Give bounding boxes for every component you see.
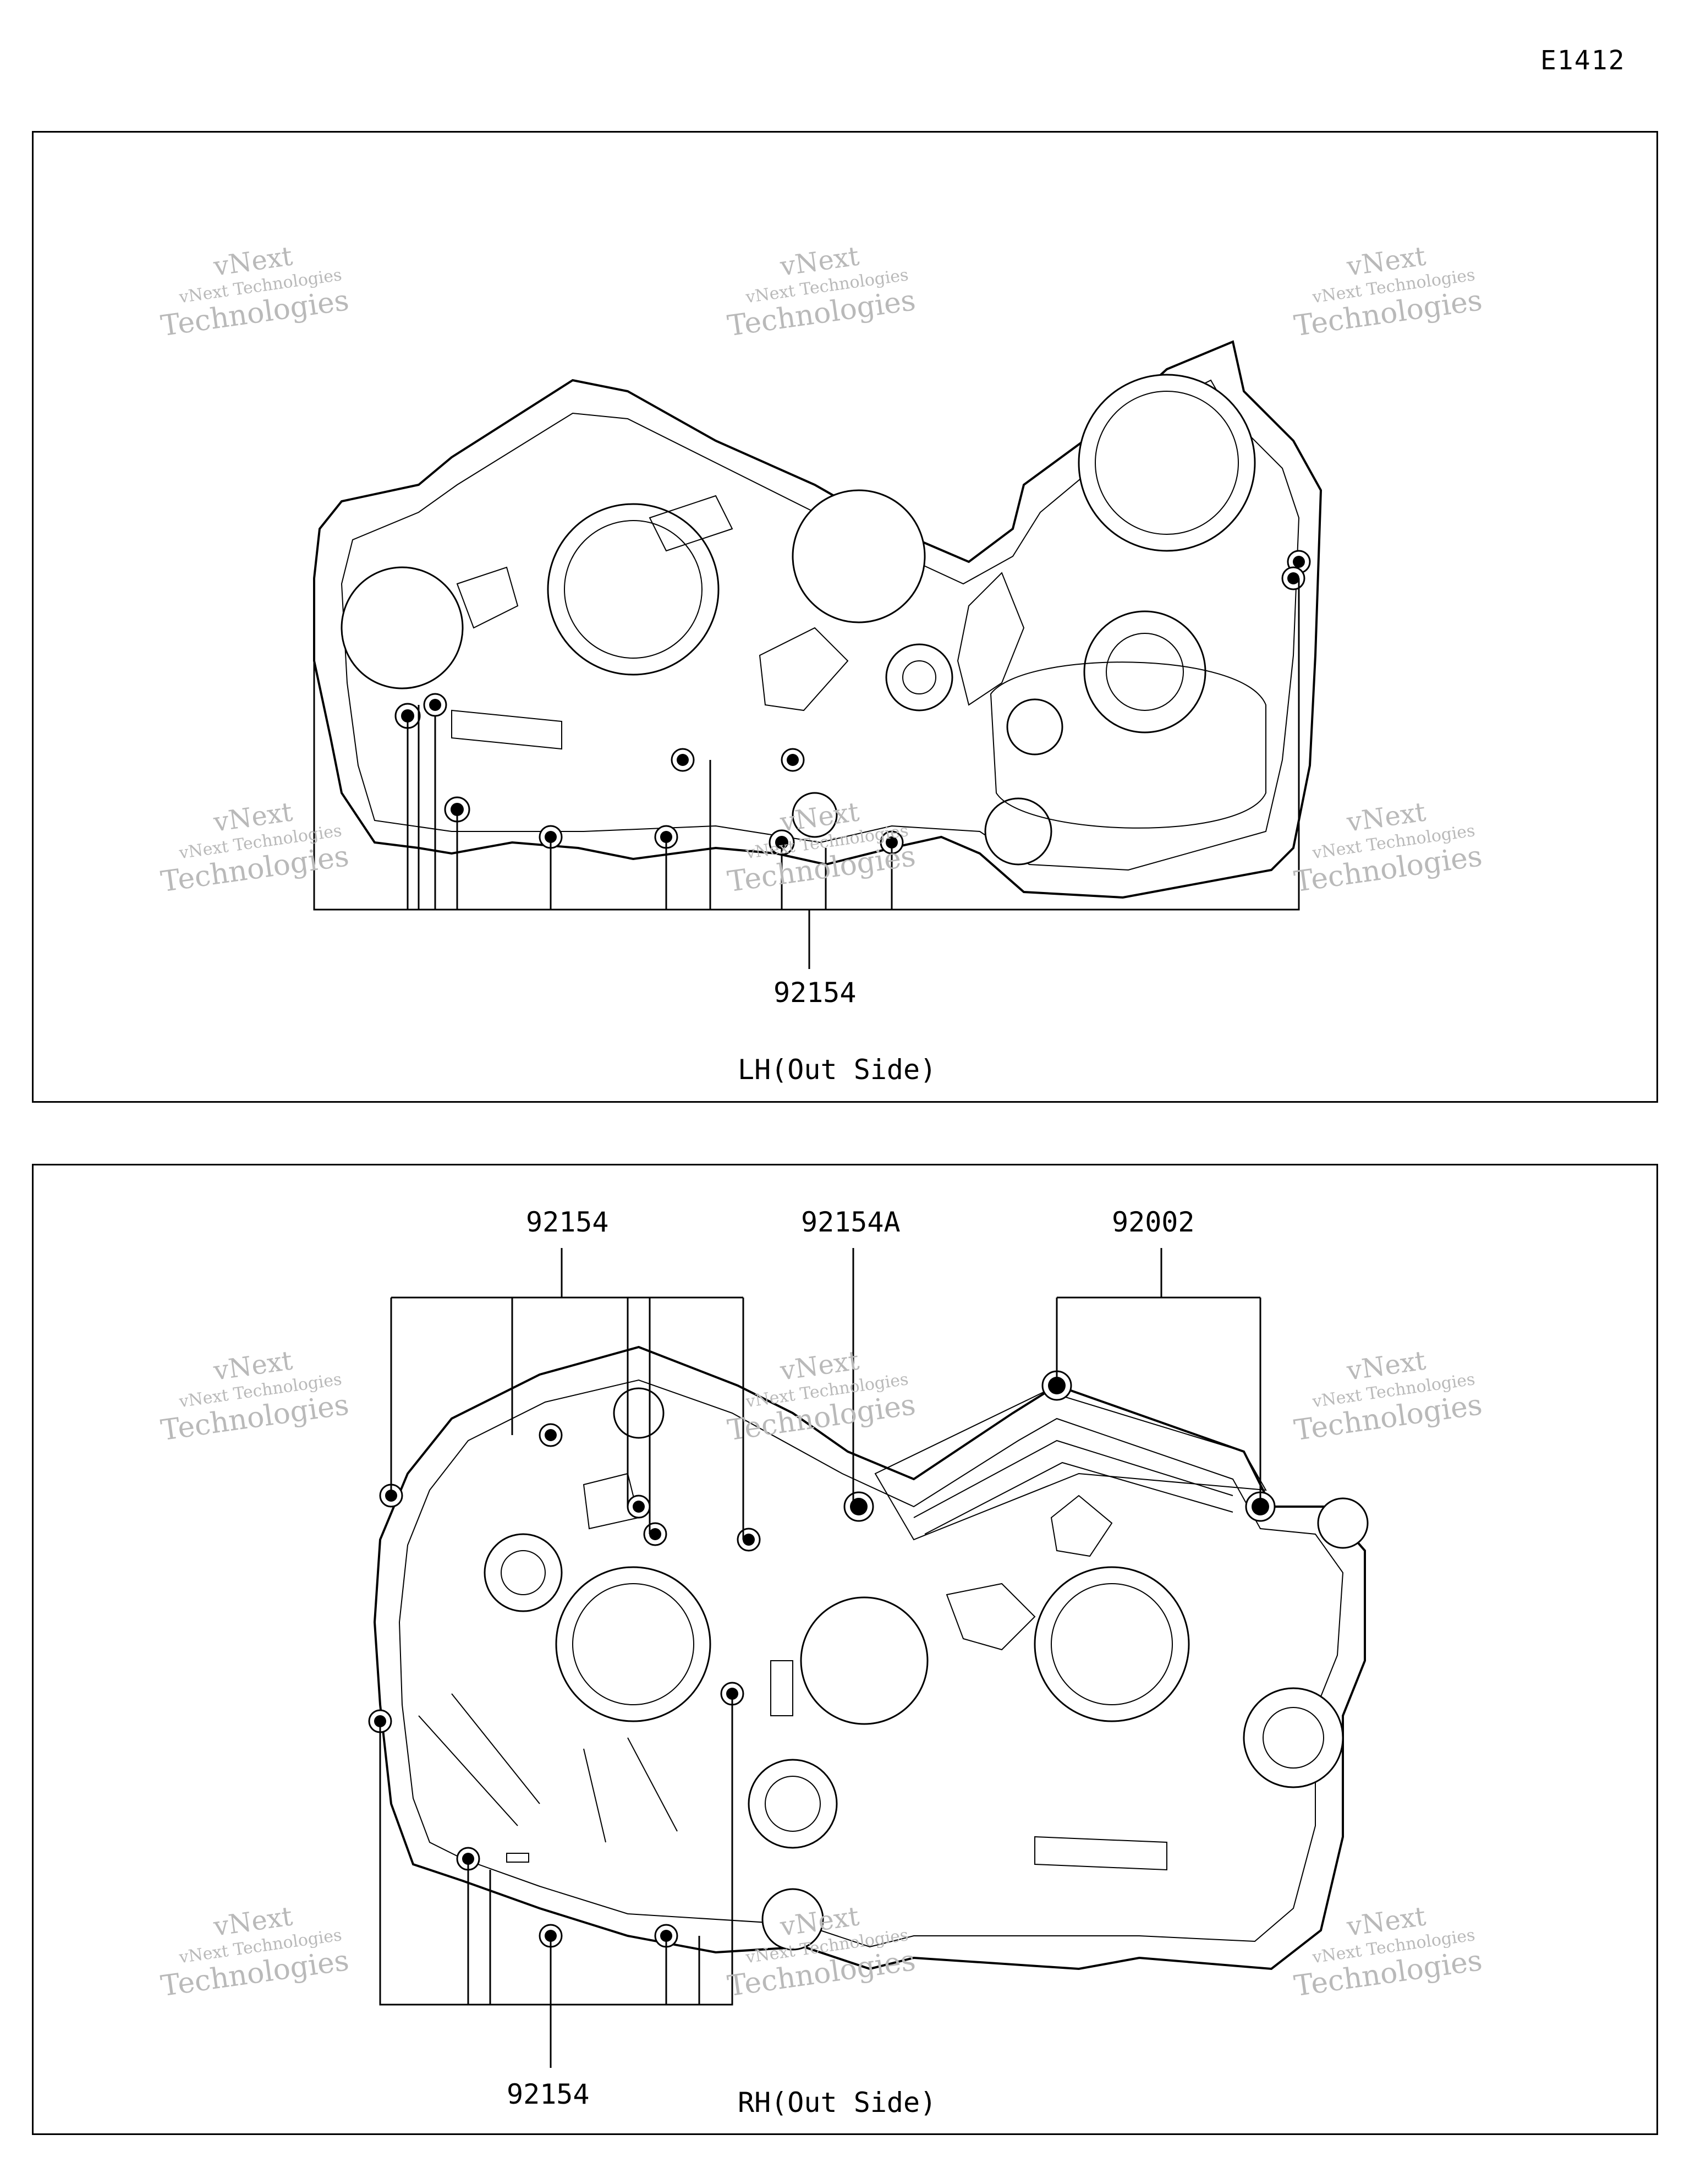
rh-callout-92154-bottom: 92154 (507, 2078, 590, 2110)
rh-caption: RH(Out Side) (738, 2087, 936, 2119)
rh-crankcase-drawing: 92154 92154A 92002 92154 RH(Out Side) vN… (159, 1206, 1484, 2119)
bolt-icon (737, 1528, 761, 1552)
rh-callout-92154A: 92154A (801, 1206, 901, 1238)
bolt-icon (781, 748, 805, 772)
bolt-icon (671, 748, 695, 772)
lh-leader-lines (313, 578, 1300, 969)
bolt-icon (643, 1522, 667, 1546)
bolt-icon (423, 693, 447, 717)
page-code: E1412 (1540, 45, 1626, 76)
lh-panel: 92154 LH(Out Side) vNext vNext Technolog… (32, 131, 1658, 1103)
lh-caption: LH(Out Side) (738, 1054, 936, 1086)
lh-callout-92154: 92154 (773, 977, 857, 1009)
rh-panel: 92154 92154A 92002 92154 RH(Out Side) vN… (32, 1164, 1658, 2135)
rh-callout-92154-top: 92154 (526, 1206, 609, 1238)
rh-callout-92002: 92002 (1112, 1206, 1195, 1238)
bolt-icon (1281, 566, 1305, 590)
lh-crankcase-outline (313, 340, 1323, 899)
lh-crankcase-drawing: 92154 LH(Out Side) vNext vNext Technolog… (159, 240, 1484, 1086)
rh-leader-lines (379, 1248, 1261, 2068)
bolt-icon (843, 1491, 874, 1522)
bolt-icon (627, 1495, 651, 1519)
bolt-icon (539, 1423, 563, 1447)
